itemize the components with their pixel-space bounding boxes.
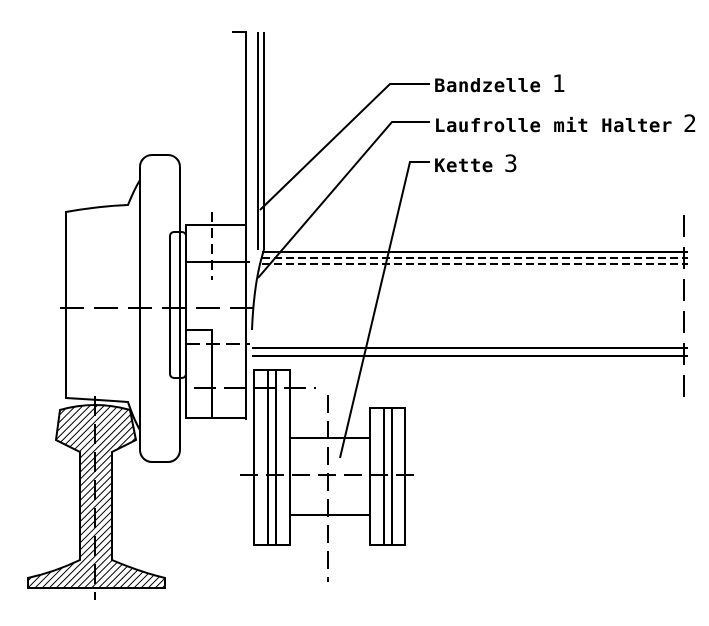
- label-number: 2: [682, 110, 698, 138]
- running-wheel: [60, 154, 262, 463]
- label-number: 1: [551, 70, 567, 98]
- label-text: Kette: [434, 155, 494, 177]
- chain: [240, 369, 420, 582]
- label-running-wheel: Laufrolle mit Halter 2: [434, 110, 698, 138]
- holder-block: [185, 212, 316, 419]
- leader-lines: [257, 83, 430, 459]
- beam: [252, 215, 688, 398]
- label-chain: Kette 3: [434, 150, 519, 178]
- rail: [27, 396, 166, 600]
- label-band-cell: Bandzelle 1: [434, 70, 566, 98]
- label-text: Laufrolle mit Halter: [434, 115, 673, 137]
- label-text: Bandzelle: [434, 75, 542, 97]
- label-number: 3: [503, 150, 519, 178]
